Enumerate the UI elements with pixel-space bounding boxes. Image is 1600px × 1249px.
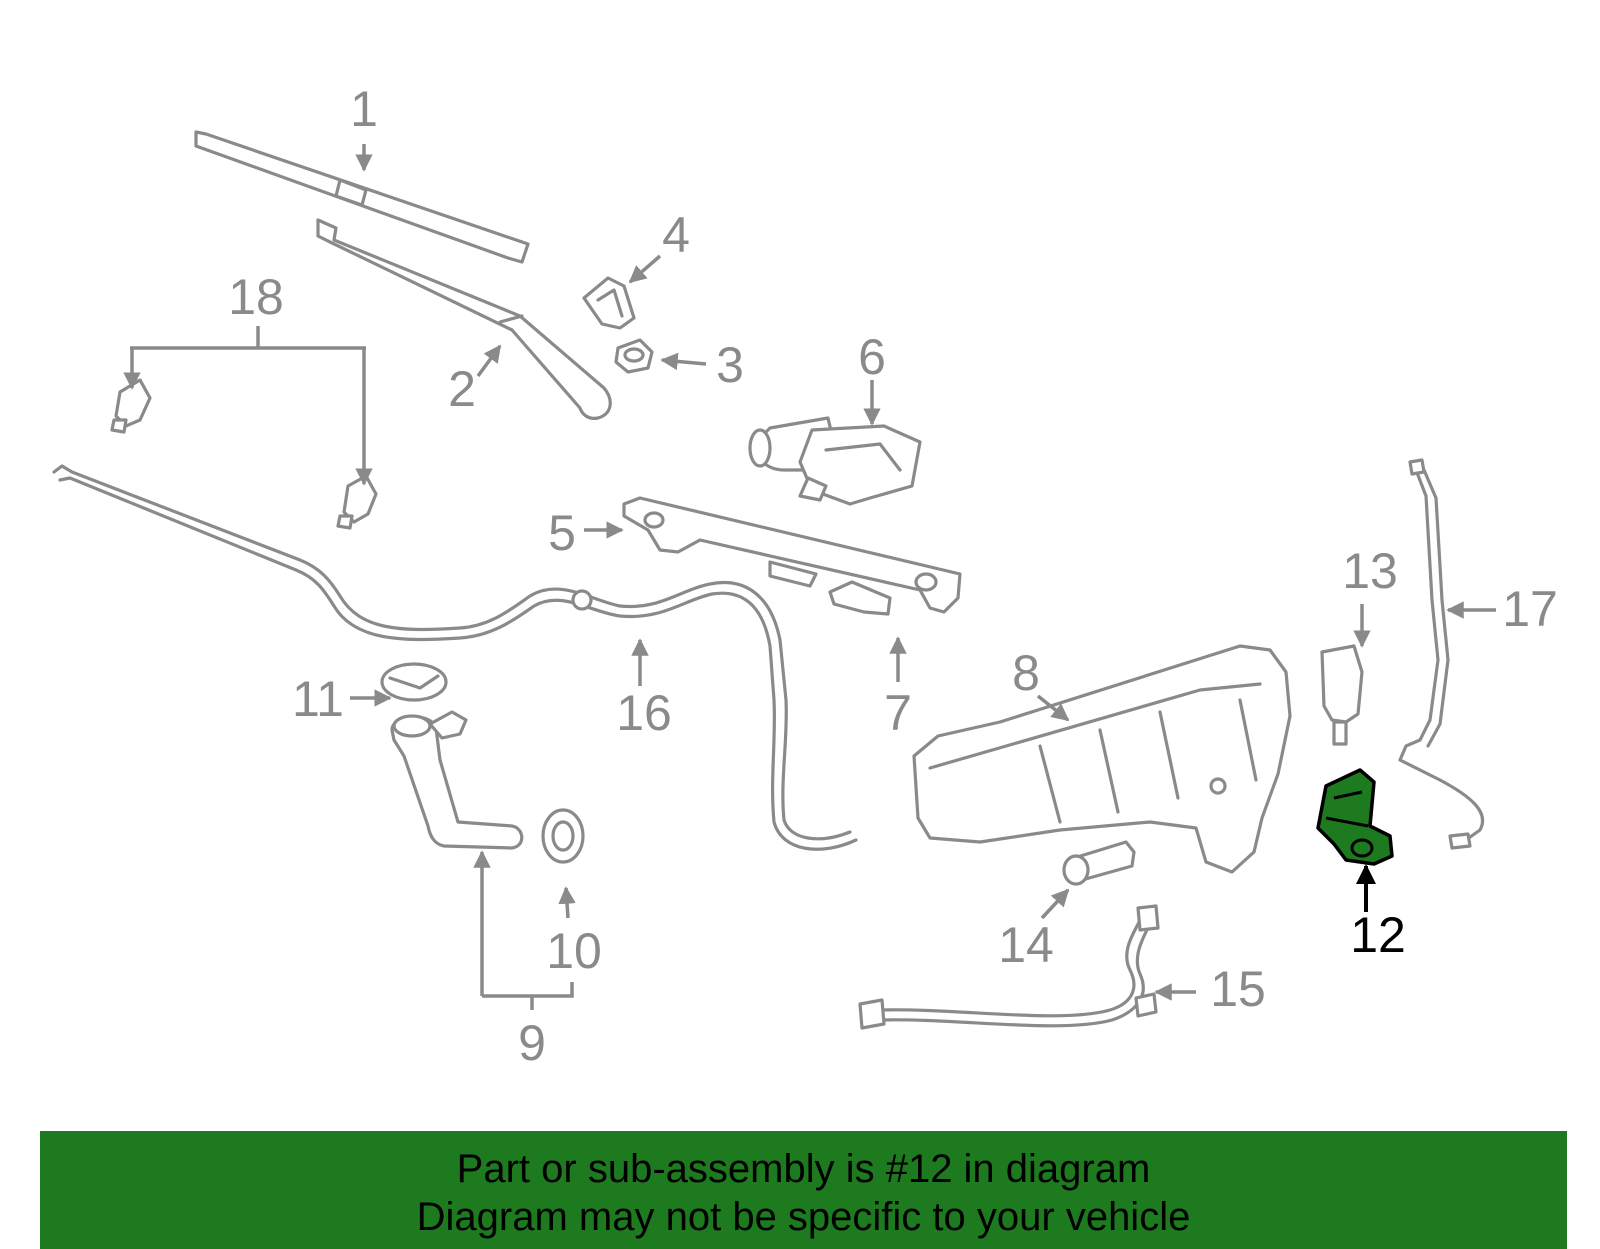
footer-line-2: Diagram may not be specific to your vehi… [416,1195,1191,1239]
part-8-reservoir [912,644,1292,874]
callout-4: 4 [662,207,690,263]
part-2-wiper-arm [316,218,612,420]
part-1-wiper-blade [194,130,530,264]
part-16-hose [52,464,858,851]
parts-diagram: 1 2 3 4 5 6 7 8 9 10 11 12 13 14 15 16 1… [52,81,1558,1071]
part-14-sensor [1062,840,1136,886]
callout-10: 10 [546,923,602,979]
callout-5: 5 [548,505,576,561]
callout-2: 2 [448,361,476,417]
callout-18: 18 [228,269,284,325]
part-13-pump [1320,644,1364,746]
leader-lines [123,144,1496,1010]
callout-9: 9 [518,1015,546,1071]
callout-14: 14 [998,917,1054,973]
part-15-harness [858,904,1160,1030]
part-3-nut [614,338,654,374]
part-5-linkage [622,496,962,614]
callout-1: 1 [350,81,378,137]
part-6-wiper-motor [748,416,922,506]
part-9-filler-neck [390,710,524,850]
callout-12: 12 [1350,907,1406,963]
callout-7: 7 [884,685,912,741]
part-4-cap [582,276,636,330]
callout-6: 6 [858,329,886,385]
callout-3: 3 [716,337,744,393]
callout-11: 11 [292,671,344,727]
footer-banner: Part or sub-assembly is #12 in diagram D… [40,1131,1567,1249]
callout-labels: 1 2 3 4 5 6 7 8 9 10 11 12 13 14 15 16 1… [228,81,1558,1071]
part-10-grommet [541,808,585,864]
part-18-nozzle-b [336,474,378,530]
footer-line-1: Part or sub-assembly is #12 in diagram [456,1147,1151,1191]
part-7-bracket [828,580,892,616]
part-17-harness [1398,458,1485,850]
callout-13: 13 [1342,543,1398,599]
part-12-washer-pump-highlighted [1316,768,1394,866]
part-11-cap [380,662,448,702]
callout-16: 16 [616,685,672,741]
callout-8: 8 [1012,645,1040,701]
callout-15: 15 [1210,961,1266,1017]
callout-17: 17 [1502,581,1558,637]
